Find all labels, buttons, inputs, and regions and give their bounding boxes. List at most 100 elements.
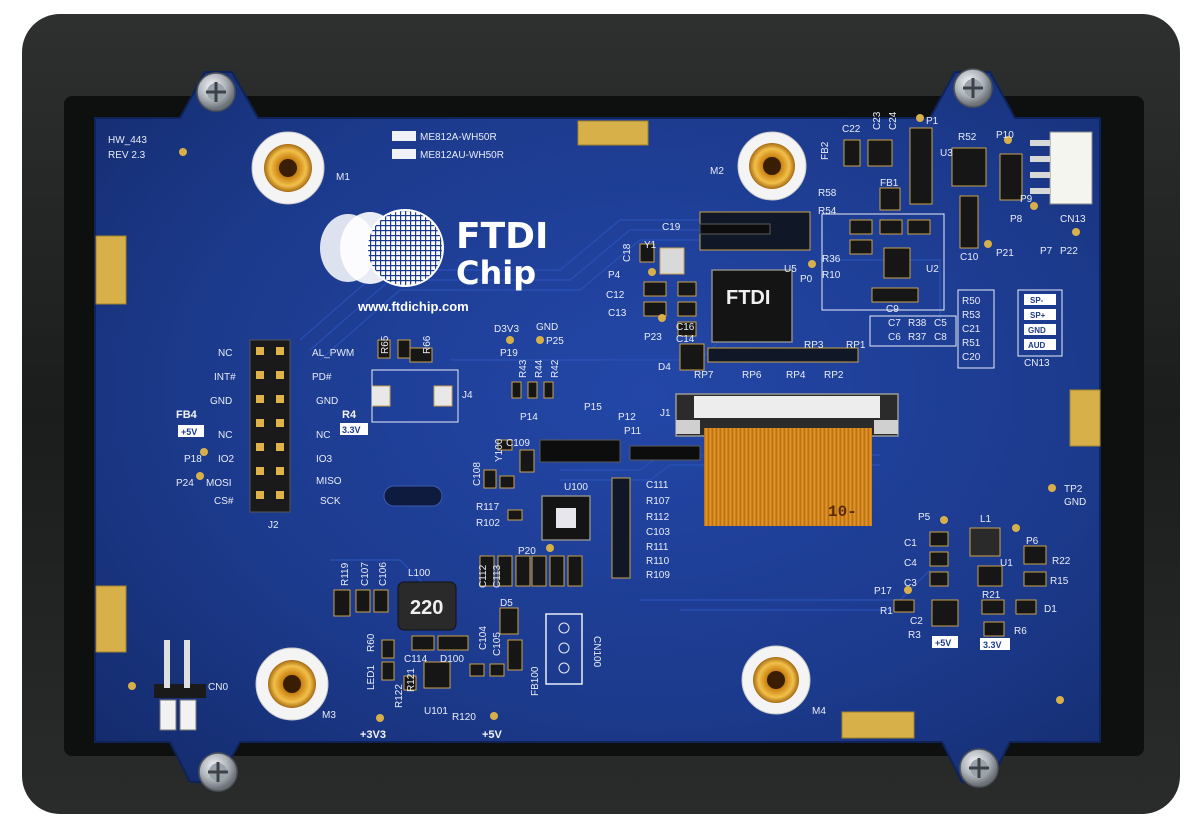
label-r53: R53 [962,310,981,321]
badge-5v-c2 [932,636,958,648]
label-r1: R1 [880,606,893,617]
j2-right-pin-label: AL_PWM [312,348,354,359]
label-p19: P19 [500,348,518,359]
label-d4: D4 [658,362,671,373]
label-c22: C22 [842,124,861,135]
label-p6: P6 [1026,536,1039,547]
j2-left-pin-label: MOSI [206,478,232,489]
label-c113: C113 [492,564,503,588]
label-p17: P17 [874,586,892,597]
label-led1: LED1 [366,665,377,690]
label-tp2-gnd: GND [1064,497,1086,508]
j2-pin-header [249,339,291,513]
label-p8: P7 [1040,246,1053,257]
label-p7: P8 [1010,214,1023,225]
label-rp6: RP6 [742,370,762,381]
label-c10: C10 [960,252,979,263]
label-p14: P14 [520,412,538,423]
cn13-pin-label: GND [1028,326,1046,335]
label-r109: R109 [646,570,670,581]
j2-right-pin-label: GND [316,396,338,407]
label-fb100: FB100 [530,666,541,696]
label-r37: R37 [908,332,927,343]
j2-right-pin-label: SCK [320,496,341,507]
label-c1: C1 [904,538,917,549]
label-c4: C4 [904,558,917,569]
cn13-pin-label: SP- [1030,296,1044,305]
label-c108: C108 [472,462,483,486]
label-r22: R22 [1052,556,1071,567]
j2-left-pin-label: GND [210,396,232,407]
fpc-flex-cable [704,428,872,526]
label-c109: C109 [506,438,530,449]
silk-outlines [371,213,995,423]
label-c23: C23 [872,111,883,130]
j2-right-pin-label: NC [316,430,330,441]
label-r119: R119 [340,562,351,586]
gold-contact-pads [95,120,1101,739]
debug-header-strip [539,223,771,463]
label-cn13-box: CN13 [1024,358,1050,369]
test-point-pads [128,114,1080,722]
screw-bottom-left [198,752,238,792]
pcb-board [94,71,1101,783]
label-r54: R54 [818,206,837,217]
board-revision: REV 2.3 [108,150,146,161]
label-c103: C103 [646,527,670,538]
label-l1: L1 [980,514,992,525]
label-p11: P11 [624,426,641,437]
label-r50: R50 [962,296,981,307]
label-m3: M3 [322,710,336,721]
u5-ftdi-controller-chip: FTDI [711,269,793,343]
label-p10: P10 [996,130,1014,141]
model-bar-2 [392,149,416,159]
cn13-pin-label: SP+ [1030,311,1046,320]
j2-left-labels: NC INT# GND NC IO2 MOSI CS# [206,348,236,507]
brand-name-bottom: Chip [456,254,536,292]
j2-right-labels: AL_PWM PD# GND NC IO3 MISO SCK [312,348,354,507]
label-c111: C111 [646,480,669,491]
cn13-pin-legend [1017,289,1063,357]
j2-left-pin-label: CS# [214,496,234,507]
label-fb2: FB2 [820,141,831,160]
label-r60: R60 [366,633,377,652]
label-fb4: FB4 [176,409,198,421]
svg-text:FTDI: FTDI [726,287,770,309]
label-r66: R66 [422,335,433,354]
label-d3v3: D3V3 [494,324,519,335]
j2-right-pin-label: MISO [316,476,342,487]
badge-5v-left [178,425,204,437]
label-c13: C13 [608,308,627,319]
label-d1: D1 [1044,604,1057,615]
label-p18: P18 [184,454,202,465]
cn0-connector [154,640,206,731]
label-tp2: TP2 [1064,484,1083,495]
label-c16: C16 [676,322,695,333]
board-slot [383,485,443,507]
screw-top-right [953,68,993,108]
cn100-footprint [545,613,583,685]
label-p9: P9 [1020,194,1033,205]
label-c20: C20 [962,352,981,363]
label-c106: C106 [378,562,389,586]
j2-left-pin-label: IO2 [218,454,235,465]
smd-components [333,127,1047,691]
label-c7: C7 [888,318,901,329]
label-r120: R120 [452,712,476,723]
label-plus-3v3: +3V3 [360,729,386,741]
label-u2: U2 [926,264,939,275]
standoff-m1 [251,131,325,205]
label-p21: P20 [518,546,536,557]
label-u100: U100 [564,482,588,493]
label-r21: R21 [982,590,1001,601]
fiducial-dot [179,148,187,156]
label-j2: J2 [268,520,279,531]
label-c18: C18 [622,243,633,262]
inductor-marking: 220 [410,597,443,619]
model-label-1: ME812A-WH50R [420,132,497,143]
label-c107: C107 [360,562,371,586]
label-p24: P24 [176,478,194,489]
label-c21: C21 [962,324,981,335]
fpc-marking: 10- [828,503,857,521]
